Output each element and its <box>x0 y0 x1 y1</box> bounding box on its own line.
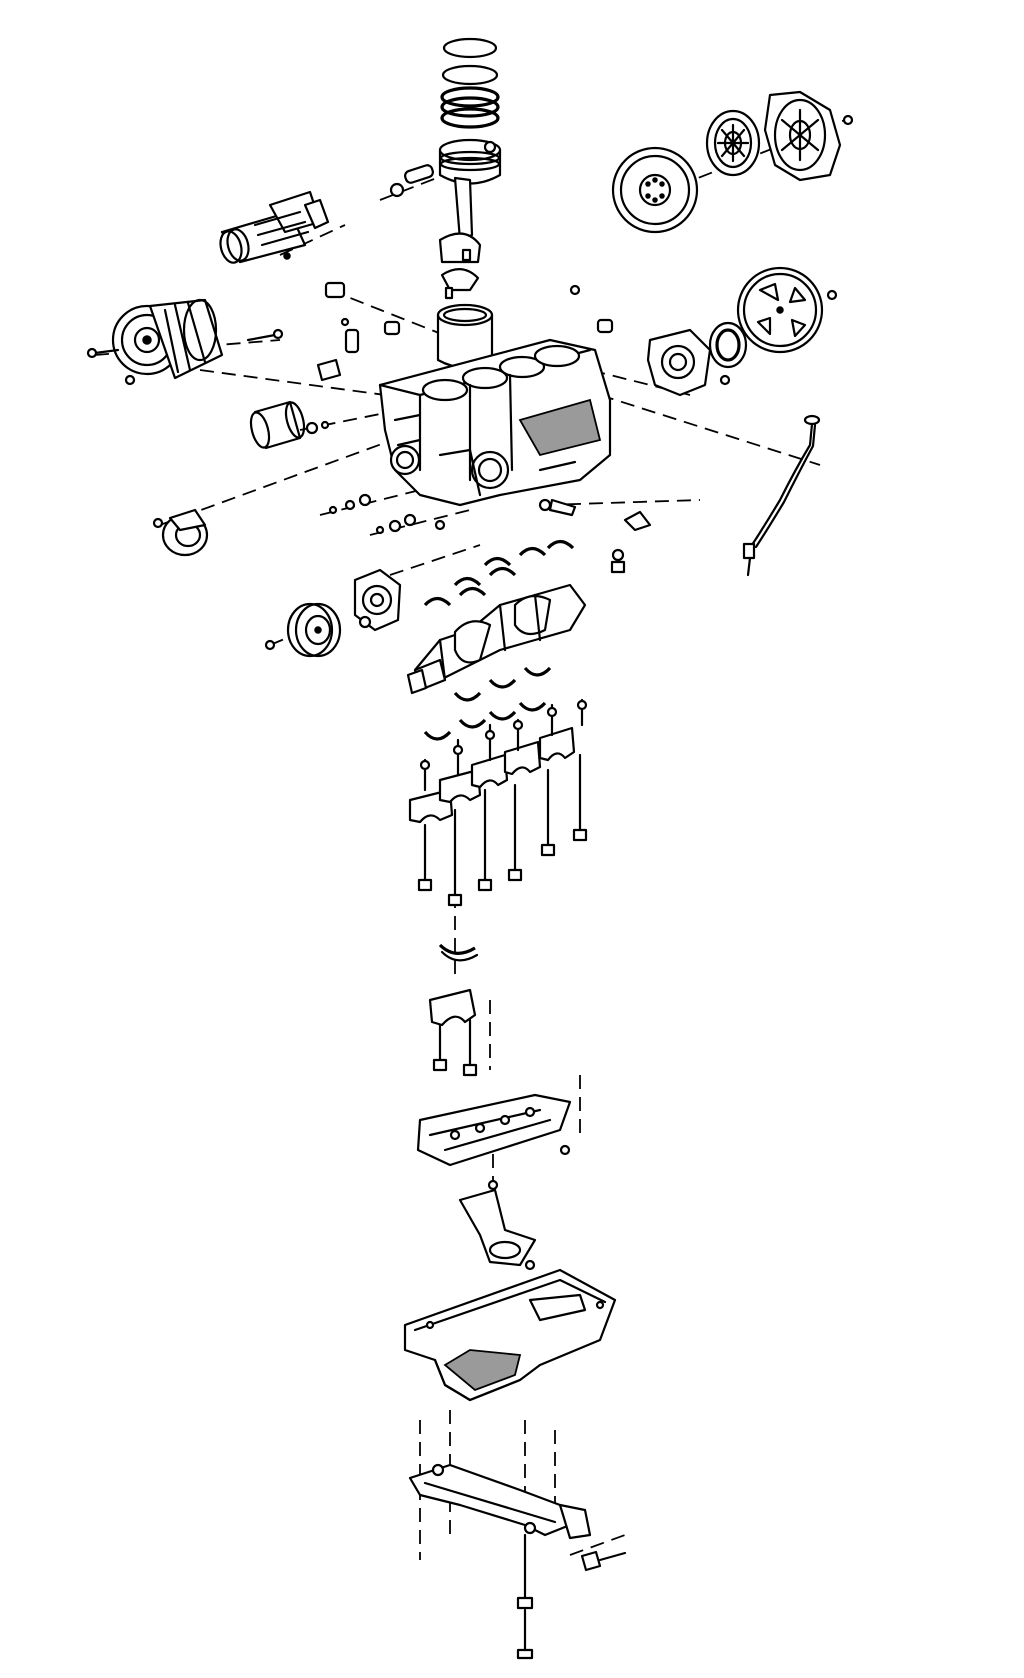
piston-and-connecting-rod <box>389 138 502 300</box>
pressure-plate <box>763 90 854 182</box>
engine-block <box>378 284 614 507</box>
oil-pan <box>403 1268 617 1402</box>
flywheel <box>611 146 699 234</box>
front-cover <box>353 568 402 632</box>
idler-pulley <box>152 508 209 557</box>
seal-washers <box>328 493 446 535</box>
starter-motor <box>219 190 330 264</box>
oil-pan-support <box>408 1463 592 1540</box>
clutch-disc <box>705 109 761 177</box>
alternator <box>86 298 284 386</box>
lower-main-bearings <box>423 666 552 741</box>
thrust-bearing <box>438 943 479 962</box>
main-cap-bolts <box>417 698 588 907</box>
flexplate <box>736 266 838 354</box>
rear-main-seal <box>708 321 748 369</box>
baffle-plate <box>416 1093 572 1167</box>
main-bearing-caps <box>408 726 576 824</box>
dipstick <box>742 414 821 577</box>
oil-filter <box>249 400 330 450</box>
thrust-bearing-cap <box>428 988 478 1077</box>
crankshaft <box>406 583 587 695</box>
sensors-and-fittings <box>316 281 652 574</box>
support-bolts <box>516 1533 627 1660</box>
piston-rings <box>440 37 500 129</box>
rear-seal-housing <box>646 328 731 397</box>
crankshaft-pulley <box>264 602 342 658</box>
oil-pickup <box>458 1179 537 1271</box>
upper-main-bearings <box>423 539 575 607</box>
